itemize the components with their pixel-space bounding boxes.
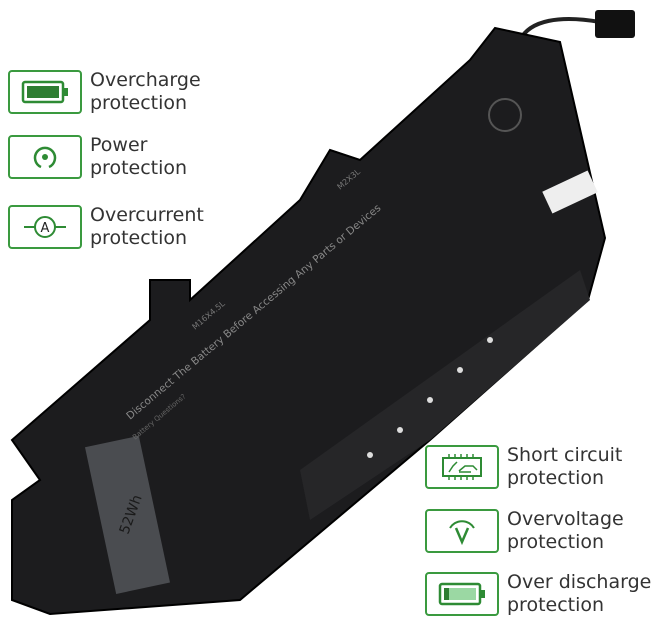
battery-led-reflections: [367, 337, 493, 458]
feature-title: Overcharge: [90, 69, 201, 91]
feature-subtitle: protection: [507, 467, 605, 489]
battery-recycle-mark: [488, 98, 522, 132]
battery-low-icon: [425, 572, 499, 616]
circuit-board-icon: [425, 445, 499, 489]
battery-full-icon: [8, 70, 82, 114]
feature-subtitle: protection: [90, 157, 188, 179]
svg-text:A: A: [41, 221, 50, 236]
battery-body: [10, 26, 607, 616]
battery-connector: [595, 10, 635, 38]
power-icon: [8, 135, 82, 179]
ammeter-icon: A: [8, 205, 82, 249]
battery-label-panel: [84, 435, 170, 594]
feature-title: Over discharge: [507, 571, 652, 593]
feature-title: Overcurrent: [90, 204, 204, 226]
battery-cell-strip: [300, 270, 590, 520]
feature-subtitle: protection: [90, 227, 188, 249]
feature-subtitle: protection: [507, 531, 605, 553]
feature-subtitle: protection: [90, 92, 188, 114]
voltmeter-icon: [425, 509, 499, 553]
battery-barcode-sticker: [542, 170, 598, 214]
feature-title: Power: [90, 134, 148, 156]
feature-subtitle: protection: [507, 594, 605, 616]
feature-title: Short circuit: [507, 444, 623, 466]
feature-title: Overvoltage: [507, 508, 624, 530]
